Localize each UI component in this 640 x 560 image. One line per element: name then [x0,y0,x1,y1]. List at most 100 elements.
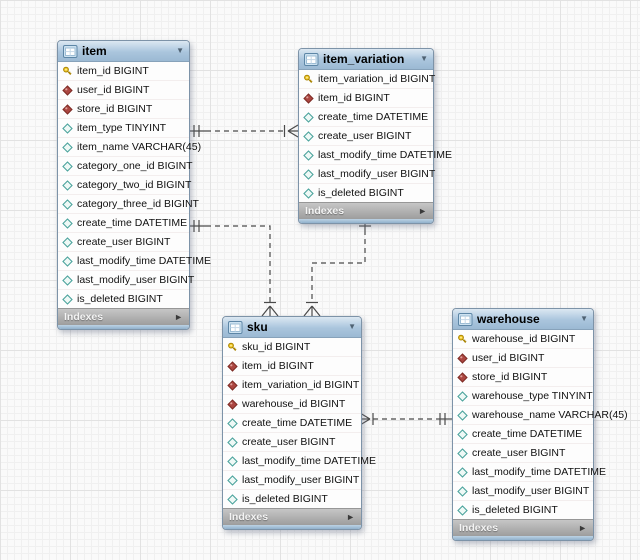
column-row[interactable]: is_deleted BIGINT [453,501,593,519]
column-row[interactable]: item_variation_id BIGINT [223,376,361,395]
column-icon [227,417,238,429]
table-bottom-strip [299,219,433,223]
foreign-key-icon [227,360,238,372]
column-row[interactable]: category_two_id BIGINT [58,176,191,195]
column-row[interactable]: store_id BIGINT [453,368,593,387]
indexes-section[interactable]: Indexes ► [58,308,189,325]
column-row[interactable]: create_user BIGINT [299,127,433,146]
column-icon [227,474,238,486]
table-bottom-strip [453,536,593,540]
column-row[interactable]: create_time DATETIME [299,108,433,127]
column-label: create_time DATETIME [242,417,353,429]
column-label: last_modify_time DATETIME [472,466,607,478]
column-row[interactable]: item_id BIGINT [58,62,189,81]
column-icon [457,485,468,497]
column-label: last_modify_user BIGINT [77,274,195,286]
foreign-key-icon [227,398,238,410]
column-row[interactable]: item_variation_id BIGINT [299,70,435,89]
column-row[interactable]: last_modify_time DATETIME [223,452,376,471]
relationship-item_variation-sku[interactable] [303,215,371,317]
foreign-key-icon [457,352,468,364]
table-sku-header[interactable]: sku ▼ [223,317,361,338]
column-row[interactable]: item_id BIGINT [299,89,433,108]
column-label: warehouse_type TINYINT [472,390,593,402]
column-row[interactable]: create_user BIGINT [58,233,189,252]
column-label: create_user BIGINT [318,130,412,142]
column-row[interactable]: item_name VARCHAR(45) [58,138,201,157]
column-row[interactable]: item_type TINYINT [58,119,189,138]
column-label: is_deleted BIGINT [472,504,558,516]
table-icon [228,320,243,334]
column-label: item_id BIGINT [77,65,149,77]
column-icon [62,274,73,286]
column-row[interactable]: item_id BIGINT [223,357,361,376]
foreign-key-icon [62,103,73,115]
table-item[interactable]: item ▼ item_id BIGINT user_id BIGINT store… [57,40,211,330]
column-label: sku_id BIGINT [242,341,311,353]
column-row[interactable]: sku_id BIGINT [223,338,361,357]
column-label: last_modify_time DATETIME [242,455,377,467]
column-label: warehouse_id BIGINT [472,333,576,345]
column-row[interactable]: last_modify_user BIGINT [58,271,194,290]
column-label: store_id BIGINT [472,371,548,383]
column-row[interactable]: category_one_id BIGINT [58,157,193,176]
table-item-header[interactable]: item ▼ [58,41,189,62]
expand-arrow-icon[interactable]: ► [174,312,183,322]
column-row[interactable]: create_user BIGINT [223,433,361,452]
column-icon [303,130,314,142]
column-row[interactable]: last_modify_time DATETIME [58,252,211,271]
column-icon [457,390,468,402]
column-icon [62,141,73,153]
collapse-arrow-icon[interactable]: ▼ [348,322,356,331]
column-row[interactable]: warehouse_type TINYINT [453,387,593,406]
expand-arrow-icon[interactable]: ► [578,523,587,533]
column-row[interactable]: category_three_id BIGINT [58,195,199,214]
column-row[interactable]: create_time DATETIME [453,425,593,444]
column-row[interactable]: last_modify_time DATETIME [299,146,452,165]
foreign-key-icon [457,371,468,383]
column-icon [62,293,73,305]
table-item_variation[interactable]: item_variation ▼ item_variation_id BIGIN… [298,48,452,224]
relationship-warehouse-sku[interactable] [359,412,452,426]
column-row[interactable]: create_time DATETIME [223,414,361,433]
column-row[interactable]: warehouse_id BIGINT [453,330,593,349]
column-icon [303,111,314,123]
column-row[interactable]: is_deleted BIGINT [223,490,361,508]
column-row[interactable]: warehouse_name VARCHAR(45) [453,406,628,425]
column-row[interactable]: user_id BIGINT [453,349,593,368]
column-row[interactable]: last_modify_user BIGINT [223,471,361,490]
column-label: category_one_id BIGINT [77,160,193,172]
column-row[interactable]: create_user BIGINT [453,444,593,463]
column-row[interactable]: last_modify_user BIGINT [299,165,435,184]
indexes-section[interactable]: Indexes ► [453,519,593,536]
table-title: item [82,44,107,58]
table-title: warehouse [477,312,540,326]
column-label: create_user BIGINT [242,436,336,448]
column-row[interactable]: last_modify_user BIGINT [453,482,593,501]
foreign-key-icon [227,379,238,391]
indexes-section[interactable]: Indexes ► [299,202,433,219]
indexes-section[interactable]: Indexes ► [223,508,361,525]
column-label: user_id BIGINT [77,84,150,96]
collapse-arrow-icon[interactable]: ▼ [420,54,428,63]
column-row[interactable]: store_id BIGINT [58,100,189,119]
table-warehouse[interactable]: warehouse ▼ warehouse_id BIGINT user_id B… [452,308,628,541]
column-label: is_deleted BIGINT [242,493,328,505]
column-row[interactable]: warehouse_id BIGINT [223,395,361,414]
column-row[interactable]: last_modify_time DATETIME [453,463,606,482]
column-row[interactable]: user_id BIGINT [58,81,189,100]
column-label: create_time DATETIME [472,428,583,440]
expand-arrow-icon[interactable]: ► [346,512,355,522]
collapse-arrow-icon[interactable]: ▼ [580,314,588,323]
column-row[interactable]: is_deleted BIGINT [299,184,433,202]
column-label: create_time DATETIME [318,111,429,123]
relationship-item-item_variation[interactable] [188,124,299,138]
table-item_variation-header[interactable]: item_variation ▼ [299,49,433,70]
column-row[interactable]: create_time DATETIME [58,214,189,233]
table-warehouse-header[interactable]: warehouse ▼ [453,309,593,330]
expand-arrow-icon[interactable]: ► [418,206,427,216]
column-icon [62,160,73,172]
column-row[interactable]: is_deleted BIGINT [58,290,189,308]
collapse-arrow-icon[interactable]: ▼ [176,46,184,55]
